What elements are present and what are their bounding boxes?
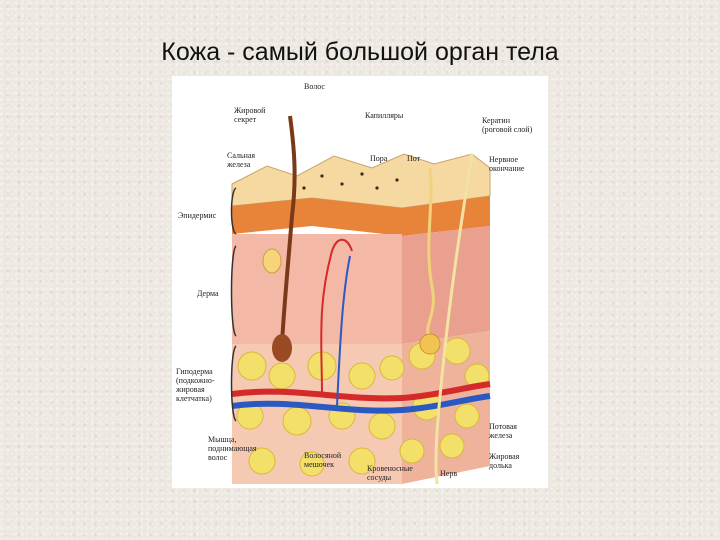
label-sebaceous-gland: Сальная железа — [227, 151, 255, 169]
label-fat-lobule: Жировая долька — [489, 452, 519, 470]
label-sebum: Жировой секрет — [234, 106, 265, 124]
label-hypodermis: Гиподерма (подкожно- жировая клетчатка) — [176, 367, 215, 403]
hair-bulb — [272, 334, 292, 362]
sebaceous-gland-shape — [263, 249, 281, 273]
skin-surface — [232, 154, 490, 208]
label-sweat-gland: Потовая железа — [489, 422, 517, 440]
label-sweat: Пот — [407, 154, 420, 163]
sweat-gland-coil — [420, 334, 440, 354]
label-nerve: Нерв — [440, 469, 457, 478]
label-blood-vessels: Кровеносные сосуды — [367, 464, 413, 482]
label-arrector-muscle: Мышца, поднимающая волос — [208, 435, 257, 462]
label-hair-follicle: Волосяной мешочек — [304, 451, 341, 469]
label-hair: Волос — [304, 82, 325, 91]
label-epidermis: Эпидермис — [178, 211, 216, 220]
label-nerve-ending: Нервное окончание — [489, 155, 524, 173]
label-capillaries: Капилляры — [365, 111, 403, 120]
skin-diagram: Волос Жировой секрет Капилляры Кератин (… — [172, 76, 548, 488]
slide-title: Кожа - самый большой орган тела — [0, 38, 720, 67]
dermis-layer — [232, 234, 402, 344]
label-keratin: Кератин (роговой слой) — [482, 116, 532, 134]
label-pore: Пора — [370, 154, 387, 163]
label-dermis: Дерма — [197, 289, 219, 298]
